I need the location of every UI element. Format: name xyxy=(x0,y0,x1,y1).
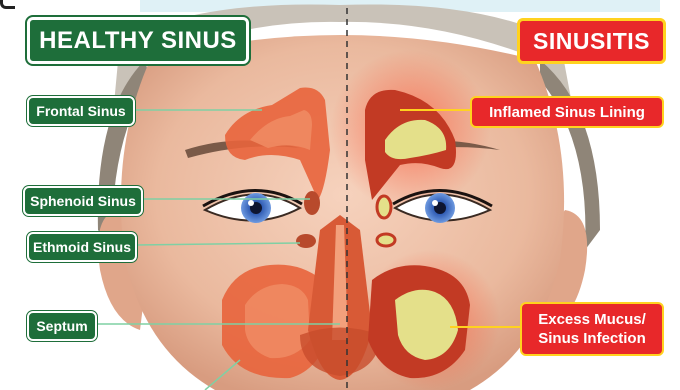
excess-mucus-line2: Sinus Infection xyxy=(538,329,646,348)
sinusitis-title: SINUSITIS xyxy=(517,18,666,64)
excess-mucus-label: Excess Mucus/ Sinus Infection xyxy=(520,302,664,356)
sphenoid-sinus-label: Sphenoid Sinus xyxy=(23,186,143,216)
ethmoid-sinus-label: Ethmoid Sinus xyxy=(27,232,137,262)
healthy-sinus-title: HEALTHY SINUS xyxy=(27,17,249,64)
excess-mucus-line1: Excess Mucus/ xyxy=(538,310,646,329)
septum-label: Septum xyxy=(27,311,97,341)
inflamed-sinus-lining-label: Inflamed Sinus Lining xyxy=(470,96,664,128)
healthy-ethmoid-sinus xyxy=(296,234,316,248)
inflamed-sphenoid-sinus xyxy=(377,196,391,218)
inflamed-ethmoid-sinus xyxy=(377,234,395,246)
frontal-sinus-label: Frontal Sinus xyxy=(27,96,135,126)
healthy-sphenoid-sinus xyxy=(304,191,320,215)
